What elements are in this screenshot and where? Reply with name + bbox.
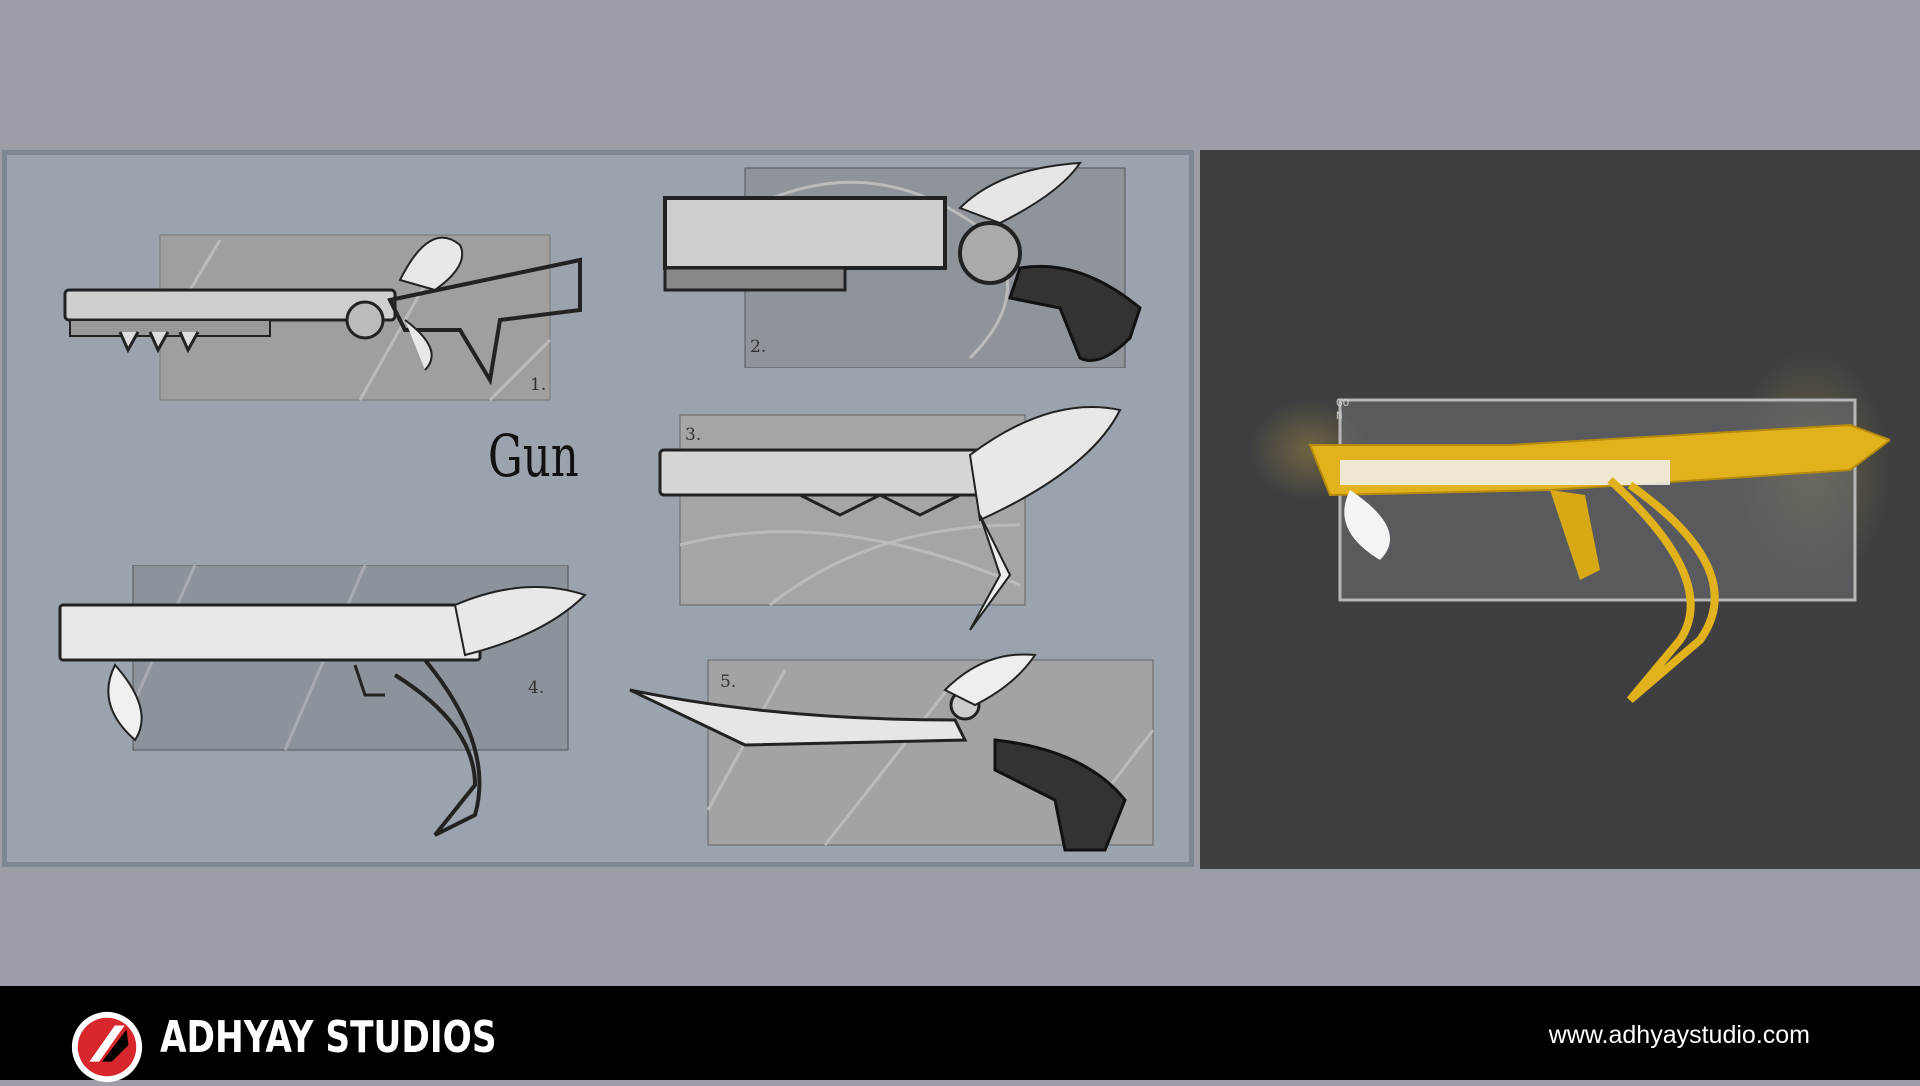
gun-concept-2 — [663, 161, 1142, 368]
gun-concept-5 — [629, 653, 1155, 852]
variant-label-5: 5. — [720, 672, 737, 692]
final-gun-render — [1250, 350, 1890, 704]
variant-label-2: 2. — [750, 337, 767, 357]
gun-concept-1 — [63, 234, 582, 402]
studio-brand: ADHYAY STUDIOS — [160, 1012, 497, 1063]
gun-concept-3 — [658, 406, 1122, 631]
sheet-title: Gun — [488, 422, 579, 490]
variant-label-1: 1. — [530, 375, 547, 395]
adhyay-logo-icon — [71, 1011, 143, 1083]
studio-url[interactable]: www.adhyaystudio.com — [1548, 1021, 1810, 1049]
footer-bar: ADHYAY STUDIOS www.adhyaystudio.com — [0, 986, 1920, 1083]
variant-label-3: 3. — [685, 425, 702, 445]
variant-label-4: 4. — [528, 678, 545, 698]
gun-concept-4 — [58, 565, 587, 837]
final-frame-label: GON — [1336, 398, 1350, 423]
